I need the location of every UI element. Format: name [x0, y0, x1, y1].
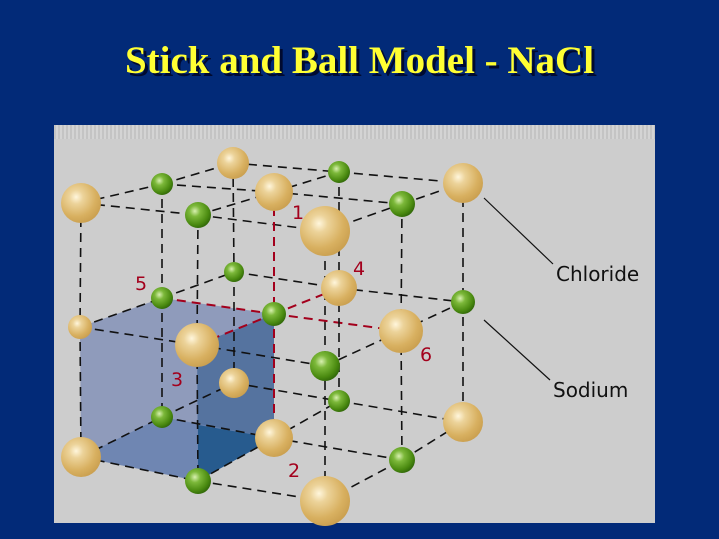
lattice-bond — [401, 421, 464, 461]
small-ion-ball — [151, 406, 173, 428]
lattice-bond — [233, 382, 340, 402]
lattice-bond — [233, 271, 340, 289]
small-ion-ball — [328, 390, 350, 412]
lattice-bond — [196, 344, 199, 482]
large-ion-ball — [321, 270, 357, 306]
lattice-bond — [338, 171, 464, 184]
large-ion-ball — [443, 163, 483, 203]
small-ion-ball — [262, 302, 286, 326]
bond-number-6: 6 — [420, 344, 432, 366]
large-ion-ball — [61, 437, 101, 477]
large-ion-ball — [175, 323, 219, 367]
lattice-bond — [338, 400, 464, 423]
highlighted-bond — [161, 297, 275, 315]
small-ion-ball — [185, 468, 211, 494]
large-ion-ball — [255, 419, 293, 457]
lattice-bond — [232, 162, 340, 173]
bond-number-1: 1 — [292, 202, 304, 224]
lattice-bond — [232, 162, 235, 273]
sodium-pointer-line — [483, 319, 551, 381]
lattice-bond — [400, 301, 464, 332]
bond-number-2: 2 — [288, 460, 300, 482]
lattice-bond — [161, 271, 235, 299]
large-ion-ball — [68, 315, 92, 339]
bond-number-5: 5 — [135, 273, 147, 295]
lattice-bond — [324, 203, 403, 232]
legend-chloride: Chloride — [556, 262, 639, 286]
small-ion-ball — [389, 447, 415, 473]
large-ion-ball — [255, 173, 293, 211]
large-ion-ball — [217, 147, 249, 179]
large-ion-ball — [219, 368, 249, 398]
small-ion-ball — [451, 290, 475, 314]
shaded-unit-cube — [80, 298, 274, 481]
lattice-bond — [273, 191, 403, 205]
bond-number-3: 3 — [171, 369, 183, 391]
lattice-bond — [79, 202, 82, 328]
small-ion-ball — [151, 173, 173, 195]
small-ion-ball — [310, 351, 340, 381]
highlighted-bond — [273, 287, 340, 315]
lattice-bond — [79, 326, 82, 458]
bond-number-4: 4 — [353, 258, 365, 280]
lattice-bond — [338, 287, 464, 303]
small-ion-ball — [224, 262, 244, 282]
panel-top-strip — [54, 125, 655, 139]
lattice-bond — [273, 400, 340, 439]
small-ion-ball — [389, 191, 415, 217]
small-ion-ball — [151, 287, 173, 309]
chloride-pointer-line — [483, 197, 554, 265]
large-ion-ball — [300, 206, 350, 256]
cube-dark-corner — [198, 425, 274, 481]
small-ion-ball — [185, 202, 211, 228]
large-ion-ball — [379, 309, 423, 353]
large-ion-ball — [443, 402, 483, 442]
large-ion-ball — [61, 183, 101, 223]
small-ion-ball — [328, 161, 350, 183]
slide-title: Stick and Ball Model - NaCl — [124, 39, 595, 82]
lattice-bond — [273, 437, 403, 461]
lattice-bond — [273, 171, 340, 193]
large-ion-ball — [300, 476, 350, 526]
legend-sodium: Sodium — [553, 378, 628, 402]
